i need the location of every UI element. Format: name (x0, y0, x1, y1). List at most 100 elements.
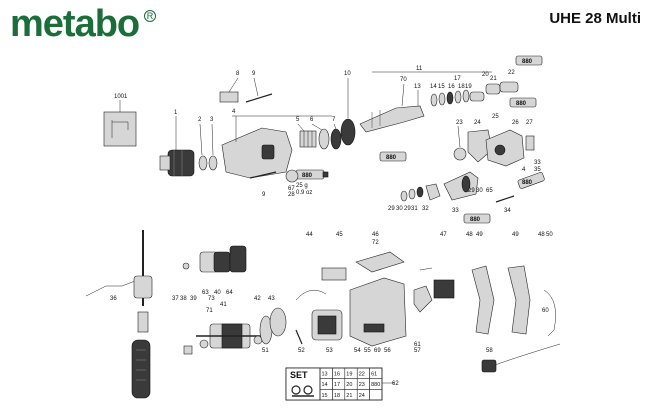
label-57: 57 (414, 348, 421, 354)
label-43: 43 (268, 296, 275, 302)
label-72: 72 (372, 240, 379, 246)
label-30b: 30 (476, 188, 483, 194)
label-20: 20 (482, 72, 489, 78)
label-31: 31 (411, 206, 418, 212)
label-6: 6 (310, 117, 314, 123)
label-35: 35 (534, 167, 541, 173)
label-19: 19 (465, 84, 472, 90)
set-box-cell-label: 21 (346, 393, 352, 399)
label-1001: 1001 (114, 94, 128, 100)
part-38-nut (183, 345, 193, 355)
part-1-chuck (159, 116, 195, 177)
label-30: 30 (396, 206, 403, 212)
set-box-cell-label: 18 (334, 393, 340, 399)
label-71: 71 (206, 308, 213, 314)
label-3: 3 (210, 117, 214, 123)
part-9-screw (245, 93, 273, 103)
part-67-cap (285, 169, 299, 183)
part-4-gear-housing (221, 115, 332, 179)
label-51: 51 (262, 348, 269, 354)
part-41-armature (196, 323, 264, 349)
label-27: 27 (526, 120, 533, 126)
set-box-cell-label: 22 (359, 372, 365, 378)
label-33: 33 (534, 160, 541, 166)
part-9b-screw (249, 171, 277, 179)
label-7: 7 (332, 117, 336, 123)
set-box-cell-label: 16 (334, 372, 340, 378)
label-55: 55 (364, 348, 371, 354)
set-box-title: SET (290, 370, 308, 380)
part-37-clamp (133, 275, 153, 299)
grease-tube-3: 880 (509, 97, 537, 108)
label-44: 44 (306, 232, 313, 238)
metabo-logo: metabo (10, 3, 140, 45)
part-23-oring (453, 147, 467, 161)
part-38-screw (182, 262, 190, 270)
grease-tube-1: 880 (295, 169, 329, 180)
label-29c: 29 (468, 188, 475, 194)
set-box-cell (369, 389, 383, 401)
label-62: 62 (392, 381, 399, 387)
part-25-cylinder-housing (485, 129, 525, 167)
label-23: 23 (456, 120, 463, 126)
registered-mark-icon: R (144, 10, 156, 22)
grease-tube-5: 880 (463, 213, 491, 224)
label-61: 61 (414, 342, 421, 348)
label-1: 1 (174, 110, 178, 116)
set-box: SET (285, 367, 383, 401)
label-42: 42 (254, 296, 261, 302)
label-54: 54 (354, 348, 361, 354)
part-5-spring (299, 130, 317, 148)
label-14: 14 (430, 84, 437, 90)
label-34: 34 (504, 208, 511, 214)
part-13-spindle (359, 105, 425, 133)
part-1001-hanger (103, 100, 137, 147)
label-56: 56 (384, 348, 391, 354)
label-38: 38 (180, 296, 187, 302)
label-52: 52 (298, 348, 305, 354)
part-20-sleeve (485, 83, 501, 95)
part-61-brush-holder (413, 285, 433, 313)
part-65-intermediate-shaft (443, 171, 479, 201)
label-9b: 9 (262, 192, 266, 198)
label-22: 22 (508, 70, 515, 76)
part-24-gasket (467, 129, 493, 163)
part-34-pin (495, 195, 515, 203)
part-6-gear (318, 128, 330, 150)
set-box-cell-label: 61 (371, 372, 377, 378)
label-47: 47 (440, 232, 447, 238)
set-box-cell-label: 15 (322, 393, 328, 399)
grease-note-line1: 25 g (296, 183, 308, 189)
label-37: 37 (172, 296, 179, 302)
label-69: 69 (374, 348, 381, 354)
label-18: 18 (458, 84, 465, 90)
label-50: 50 (546, 232, 553, 238)
label-58: 58 (486, 348, 493, 354)
svg-text:880: 880 (522, 59, 533, 65)
label-67: 67 (288, 186, 295, 192)
label-73: 73 (208, 296, 215, 302)
set-box-cell-label: 20 (346, 382, 352, 388)
part-43-fan-guide (269, 307, 287, 337)
label-24: 24 (474, 120, 481, 126)
part-7-clutch (330, 128, 342, 150)
label-21: 21 (490, 76, 497, 82)
part-52-screw (295, 329, 303, 345)
set-box-cell-label: 19 (346, 372, 352, 378)
part-2-ring (198, 155, 208, 171)
parts-29-32-washers (400, 183, 441, 202)
part-aux-handle (131, 311, 151, 399)
label-4b: 4 (522, 167, 526, 173)
grease-tube-2: 880 (515, 55, 543, 66)
label-48: 48 (466, 232, 473, 238)
label-17: 17 (454, 76, 461, 82)
model-title: UHE 28 Multi (549, 10, 641, 27)
label-49b: 49 (512, 232, 519, 238)
label-60: 60 (542, 308, 549, 314)
label-40: 40 (214, 290, 221, 296)
label-48b: 48 (538, 232, 545, 238)
label-9: 9 (252, 71, 256, 77)
